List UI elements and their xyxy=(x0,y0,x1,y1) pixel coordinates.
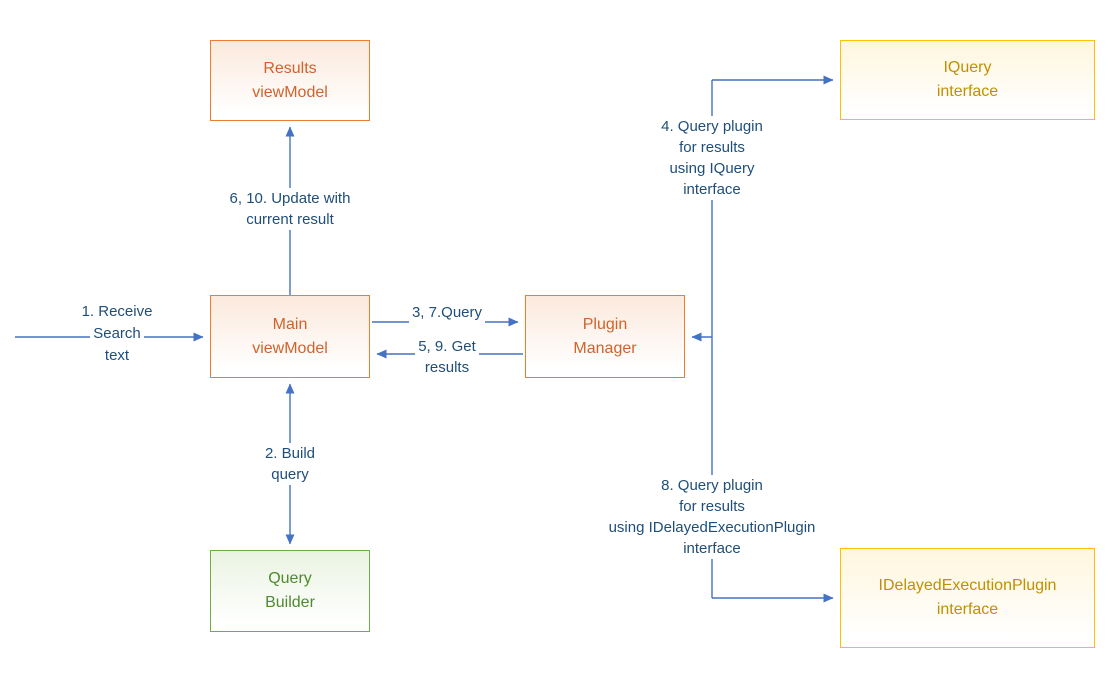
idelayed-interface-label-line2: interface xyxy=(936,601,999,618)
iquery-interface-label-line2: interface xyxy=(936,83,999,100)
get-results-label-line2: results xyxy=(421,357,473,378)
query-plugin-idelayed-label-line3: using IDelayedExecutionPlugin xyxy=(605,517,819,538)
query-plugin-iquery-label-line3: using IQuery xyxy=(666,158,758,179)
query-label-line1: 3, 7.Query xyxy=(408,302,486,323)
results-viewmodel-box: Results viewModel xyxy=(210,40,370,121)
main-viewmodel-label-line2: viewModel xyxy=(252,339,328,357)
query-plugin-iquery-label-line2: for results xyxy=(676,137,748,158)
query-label: 3, 7.Query xyxy=(387,302,507,323)
get-results-label: 5, 9. Get results xyxy=(397,336,497,378)
iquery-interface-label-line1: IQuery xyxy=(943,59,992,76)
idelayed-interface-box: IDelayedExecutionPlugin interface xyxy=(840,548,1095,648)
receive-search-label-line1: 1. Receive xyxy=(78,301,156,323)
plugin-manager-label-line1: Plugin xyxy=(582,315,628,333)
query-plugin-iquery-label: 4. Query plugin for results using IQuery… xyxy=(627,116,797,200)
query-builder-label-line2: Builder xyxy=(265,594,315,611)
query-builder-box: Query Builder xyxy=(210,550,370,632)
plugin-manager-label-line2: Manager xyxy=(573,339,637,357)
build-query-label-line2: query xyxy=(268,464,312,485)
results-viewmodel-label-line1: Results xyxy=(263,59,317,77)
query-builder-label-line1: Query xyxy=(268,570,312,587)
receive-search-label-line3: text xyxy=(101,345,133,367)
idelayed-interface-label-line1: IDelayedExecutionPlugin xyxy=(878,577,1057,594)
query-plugin-iquery-label-line1: 4. Query plugin xyxy=(658,116,766,137)
main-viewmodel-label-line1: Main xyxy=(272,315,308,333)
iquery-interface-box: IQuery interface xyxy=(840,40,1095,120)
results-viewmodel-label-line2: viewModel xyxy=(252,83,328,101)
query-plugin-idelayed-label-line2: for results xyxy=(676,496,748,517)
plugin-manager-box: Plugin Manager xyxy=(525,295,685,378)
query-plugin-idelayed-label-line1: 8. Query plugin xyxy=(658,475,766,496)
build-query-label-line1: 2. Build xyxy=(261,443,319,464)
main-viewmodel-box: Main viewModel xyxy=(210,295,370,378)
get-results-label-line1: 5, 9. Get xyxy=(415,336,479,357)
update-result-label-line2: current result xyxy=(243,209,337,230)
build-query-label: 2. Build query xyxy=(235,443,345,485)
query-plugin-idelayed-label: 8. Query plugin for results using IDelay… xyxy=(592,475,832,559)
update-result-label-line1: 6, 10. Update with xyxy=(226,188,354,209)
receive-search-label: 1. Receive Search text xyxy=(57,301,177,367)
update-result-label: 6, 10. Update with current result xyxy=(195,188,385,230)
query-plugin-idelayed-label-line4: interface xyxy=(680,538,744,559)
query-plugin-iquery-label-line4: interface xyxy=(680,179,744,200)
receive-search-label-line2: Search xyxy=(90,323,144,345)
